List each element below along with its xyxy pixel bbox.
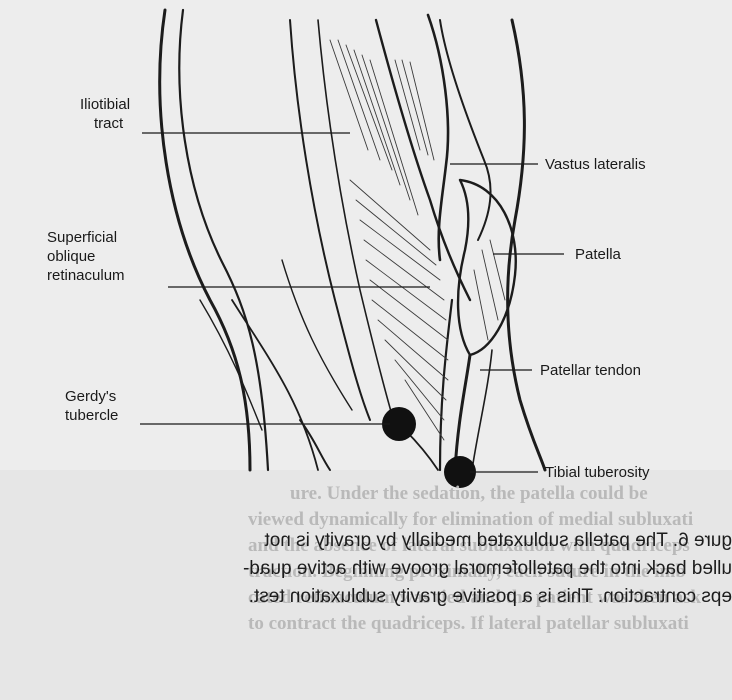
- caption-line-3: eps contraction. This is a positive grav…: [249, 586, 732, 608]
- caption-line-2: ulled back into the patellofemoral groov…: [243, 558, 732, 580]
- caption-line-1: gure 6. The patella subluxated medially …: [264, 530, 732, 552]
